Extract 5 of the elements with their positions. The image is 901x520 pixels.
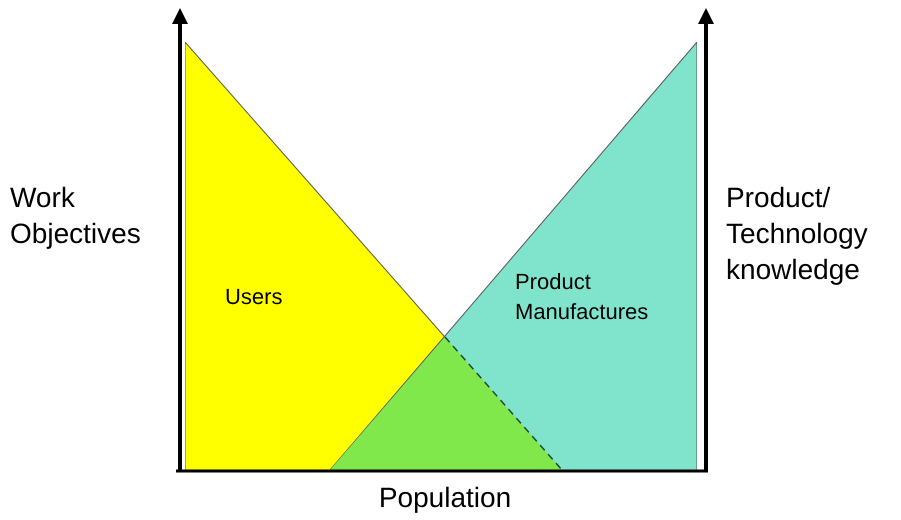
axis-label: Work Objectives xyxy=(10,181,142,251)
area-label: Users xyxy=(225,283,284,311)
axis-label: Population xyxy=(378,481,512,515)
area-label: Product Manufactures xyxy=(515,268,650,326)
axis-label: Product/ Technology knowledge xyxy=(726,181,869,287)
